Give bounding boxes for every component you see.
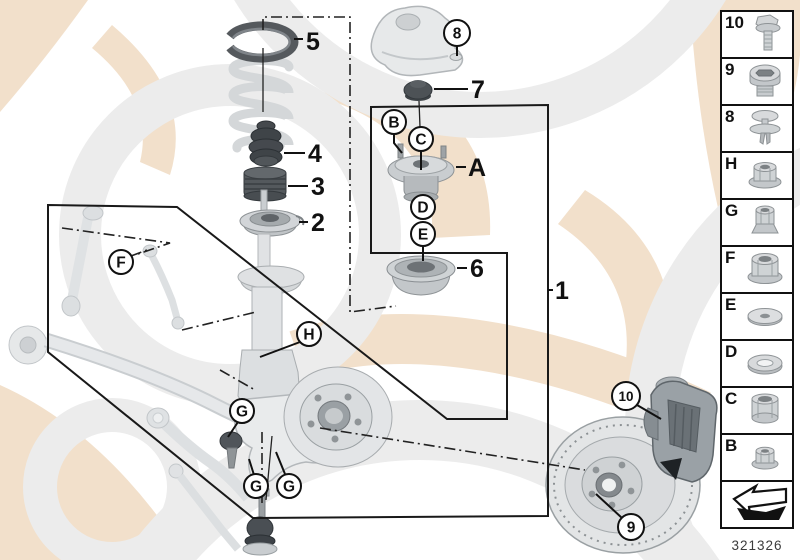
callout-D[interactable]: D — [410, 194, 436, 220]
stabilizer-link — [142, 244, 185, 330]
svg-text:D: D — [417, 200, 428, 217]
control-arm-bushing — [8, 325, 48, 365]
callout-G1[interactable]: G — [227, 398, 255, 438]
callout-8[interactable]: 8 — [443, 19, 471, 56]
callout-G3[interactable]: G — [275, 451, 302, 499]
camber-arm — [146, 407, 253, 502]
callout-G2[interactable]: G — [243, 458, 269, 499]
callout-3[interactable]: 3 — [288, 173, 325, 201]
conical-washer-icon — [747, 354, 783, 375]
flange-nut-large-icon — [747, 253, 783, 284]
svg-text:4: 4 — [308, 140, 322, 168]
svg-text:E: E — [418, 227, 428, 244]
flat-washer-icon — [747, 308, 783, 326]
callout-7[interactable]: 7 — [434, 76, 485, 104]
callout-5[interactable]: 5 — [294, 28, 320, 56]
cap-nut-7 — [403, 80, 433, 101]
brake-caliper — [643, 376, 718, 483]
continuation-arrow-icon — [732, 483, 788, 520]
callout-B[interactable]: B — [381, 109, 407, 154]
svg-text:6: 6 — [470, 255, 484, 283]
svg-text:H: H — [303, 327, 314, 344]
svg-text:1: 1 — [555, 277, 569, 305]
dust-bellows — [243, 166, 287, 202]
sidebar-cell-C[interactable]: C — [720, 386, 794, 435]
callout-10[interactable]: 10 — [611, 381, 662, 420]
sidebar-cell-9[interactable]: 9 — [720, 57, 794, 106]
legend-label: E — [725, 295, 737, 314]
legend-label: D — [725, 342, 738, 361]
callout-6[interactable]: 6 — [457, 255, 484, 283]
collar-nut-icon — [751, 205, 779, 234]
svg-text:G: G — [236, 404, 248, 421]
sidebar-cell-H[interactable]: H — [720, 151, 794, 200]
svg-text:B: B — [388, 115, 399, 132]
wheel-hub — [283, 366, 393, 468]
legend-label: 9 — [725, 60, 735, 79]
svg-text:G: G — [283, 479, 295, 496]
svg-text:5: 5 — [306, 28, 320, 56]
strut-tower-bracket — [370, 5, 464, 77]
legend-label: C — [725, 389, 738, 408]
sidebar-cell-8[interactable]: 8 — [720, 104, 794, 153]
callout-E[interactable]: E — [410, 221, 436, 261]
legend-label: 8 — [725, 107, 735, 126]
relation-lines — [61, 16, 586, 503]
callout-H[interactable]: H — [259, 321, 322, 358]
parts-legend-sidebar: 10 9 8 H — [720, 10, 794, 529]
spring-seat-lower — [386, 255, 456, 296]
lock-nut-icon — [751, 393, 779, 424]
coil-spring — [228, 56, 294, 153]
callout-9[interactable]: 9 — [595, 493, 645, 541]
legend-label: 10 — [725, 13, 744, 32]
flange-nut-icon — [748, 162, 782, 189]
svg-text:7: 7 — [471, 76, 485, 104]
flange-bolt-icon — [755, 14, 781, 51]
svg-text:F: F — [116, 255, 125, 272]
legend-label: F — [725, 248, 736, 267]
support-bearing-plate — [239, 189, 305, 237]
sidebar-cell-10[interactable]: 10 — [720, 10, 794, 59]
sidebar-cell-B[interactable]: B — [720, 433, 794, 482]
callout-4[interactable]: 4 — [284, 140, 322, 168]
legend-label: B — [725, 436, 738, 455]
svg-text:C: C — [415, 132, 426, 149]
svg-text:3: 3 — [311, 173, 325, 201]
callout-2[interactable]: 2 — [299, 209, 325, 237]
kit-boundary-outline — [47, 103, 549, 520]
svg-text:A: A — [468, 154, 486, 182]
callout-C[interactable]: C — [408, 126, 434, 170]
flange-nut-small-icon — [751, 446, 779, 470]
sidebar-cell-continuation[interactable] — [720, 480, 794, 529]
callout-F[interactable]: F — [108, 249, 148, 275]
sidebar-cell-E[interactable]: E — [720, 292, 794, 341]
bump-stop — [248, 120, 284, 167]
diagram-number: 321326 — [731, 538, 783, 553]
svg-text:9: 9 — [627, 520, 636, 537]
expansion-rivet-icon — [749, 110, 781, 145]
legend-label: H — [725, 154, 738, 173]
svg-text:8: 8 — [453, 26, 462, 43]
svg-text:10: 10 — [618, 389, 633, 404]
svg-text:G: G — [250, 479, 262, 496]
tension-strut — [168, 463, 242, 552]
svg-text:2: 2 — [311, 209, 325, 237]
upper-ball-joint — [219, 431, 243, 469]
sidebar-cell-G[interactable]: G — [720, 198, 794, 247]
callout-1[interactable]: 1 — [548, 277, 569, 305]
legend-label: G — [725, 201, 739, 220]
spring-pad-upper — [226, 21, 299, 63]
callout-A[interactable]: A — [456, 154, 486, 182]
socket-head-plug-icon — [749, 64, 781, 97]
sidebar-cell-F[interactable]: F — [720, 245, 794, 294]
sidebar-cell-D[interactable]: D — [720, 339, 794, 388]
